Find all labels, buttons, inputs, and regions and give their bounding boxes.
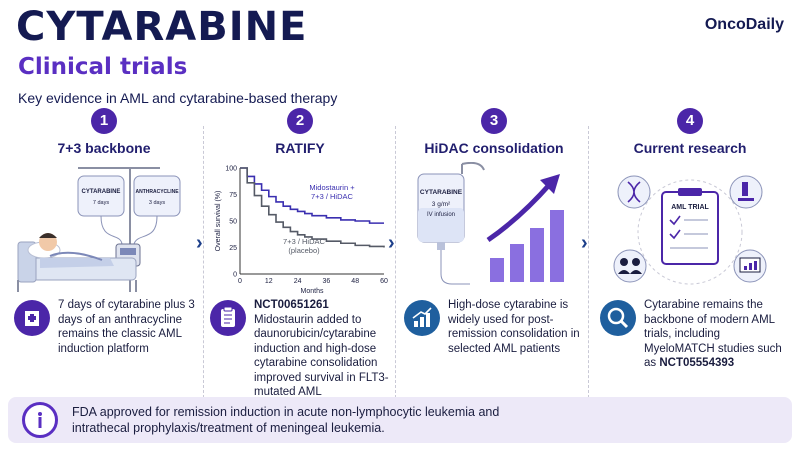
series-label-midostaurin: Midostaurin + (309, 183, 355, 192)
x-tick-label: 36 (323, 278, 331, 285)
magnifier-icon (600, 300, 636, 336)
bag-days-anthracycline: 3 days (149, 200, 165, 206)
bag-days-cytarabine: 7 days (93, 200, 109, 206)
column-description: Cytarabine remains the backbone of moder… (644, 298, 784, 371)
step-number-badge: 3 (481, 108, 507, 134)
y-tick-label: 75 (229, 192, 237, 199)
column-title: Current research (633, 140, 747, 156)
survival-curve-midostaurin (240, 167, 384, 224)
x-tick-label: 0 (238, 278, 242, 285)
column-description: 7 days of cytarabine plus 3 days of an a… (58, 299, 195, 355)
bag-label-cytarabine: CYTARABINE (82, 189, 121, 195)
bag-dose: 3 g/m² (432, 201, 451, 208)
column-description: NCT00651261 Midostaurin added to daunoru… (254, 298, 394, 400)
info-text-line1: FDA approved for remission induction in … (72, 405, 500, 419)
info-banner: FDA approved for remission induction in … (8, 397, 792, 443)
column-description: High-dose cytarabine is widely used for … (448, 299, 580, 355)
column-current-research: 4 Current research AML TRIAL Cytarab (596, 108, 784, 398)
column-divider (588, 126, 589, 398)
chevron-right-icon: › (196, 232, 203, 254)
x-axis-label: Months (301, 288, 324, 295)
trial-id: NCT05554393 (659, 357, 735, 369)
column-title: 7+3 backbone (57, 140, 151, 156)
page-title: CYTARABINE (16, 4, 308, 50)
chevron-right-icon: › (581, 232, 588, 254)
hospital-icon (14, 300, 50, 336)
hidac-illustration: CYTARABINE 3 g/m² IV infusion (417, 162, 564, 285)
trial-id: NCT00651261 (254, 299, 329, 311)
x-tick-label: 24 (294, 278, 302, 285)
brand-logo: OncoDaily (704, 16, 784, 33)
series-label-midostaurin-line2: 7+3 / HiDAC (311, 192, 353, 201)
iv-infusion-illustration: CYTARABINE 7 days ANTHRACYCLINE 3 days (17, 167, 181, 292)
y-axis-label: Overall survival (%) (215, 191, 222, 252)
info-text: FDA approved for remission induction in … (72, 404, 499, 436)
tagline: Key evidence in AML and cytarabine-based… (18, 90, 338, 106)
y-tick-label: 50 (229, 219, 237, 226)
step-number-badge: 1 (91, 108, 117, 134)
page-subtitle: Clinical trials (18, 54, 188, 80)
column-hidac-consolidation: 3 HiDAC consolidation CYTARABINE 3 g/m² … (400, 108, 588, 398)
growth-chart-icon (404, 300, 440, 336)
y-tick-label: 100 (225, 166, 237, 173)
clipboard-label: AML TRIAL (671, 204, 709, 211)
research-description: Cytarabine remains the backbone of moder… (644, 299, 782, 369)
series-label-placebo: 7+3 / HiDAC (283, 237, 325, 246)
series-label-placebo-line2: (placebo) (288, 246, 320, 255)
trial-description: Midostaurin added to daunorubicin/cytara… (254, 313, 389, 399)
info-text-line2: intrathecal prophylaxis/treatment of men… (72, 421, 385, 435)
survival-curve-placebo (240, 167, 385, 248)
bag-label-anthracycline: ANTHRACYCLINE (135, 189, 179, 195)
y-tick-label: 0 (233, 272, 237, 279)
bag-route: IV infusion (427, 212, 455, 218)
step-number-badge: 4 (677, 108, 703, 134)
info-icon (22, 402, 58, 438)
x-tick-label: 60 (380, 278, 388, 285)
step-number-badge: 2 (287, 108, 313, 134)
bag-label: CYTARABINE (420, 189, 463, 196)
column-divider (203, 126, 204, 398)
x-tick-label: 12 (265, 278, 273, 285)
x-tick-label: 48 (351, 278, 359, 285)
research-illustration: AML TRIAL (613, 175, 767, 285)
column-7-3-backbone: 1 7+3 backbone CYTARABINE 7 days ANTHRAC… (10, 108, 198, 398)
column-title: HiDAC consolidation (424, 140, 564, 156)
column-divider (395, 126, 396, 398)
y-tick-label: 25 (229, 245, 237, 252)
chevron-right-icon: › (388, 232, 395, 254)
column-title: RATIFY (275, 140, 325, 156)
clipboard-icon (210, 300, 246, 336)
